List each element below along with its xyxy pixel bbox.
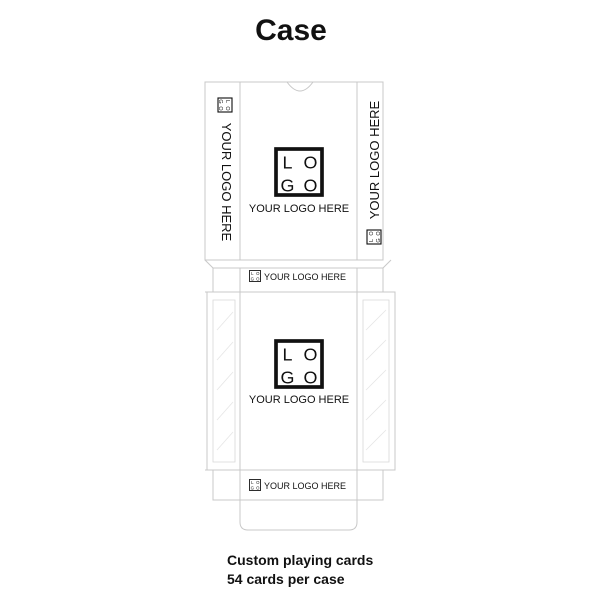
diagram-title: Case xyxy=(255,14,327,47)
logo-text-edge-bottom: YOUR LOGO HERE xyxy=(264,481,346,491)
logo-text-right: YOUR LOGO HERE xyxy=(367,100,382,219)
bottom-front-panel: YOUR LOGO HERE xyxy=(249,341,349,406)
logo-mark-edge-top xyxy=(250,271,261,282)
left-side-panel: YOUR LOGO HERE xyxy=(217,98,234,242)
logo-mark-edge-bottom xyxy=(250,480,261,491)
caption-line-2: 54 cards per case xyxy=(227,571,345,587)
top-front-panel: YOUR LOGO HERE xyxy=(249,149,349,215)
logo-text-left: YOUR LOGO HERE xyxy=(219,123,234,242)
logo-text-top: YOUR LOGO HERE xyxy=(249,203,349,215)
logo-text-edge-top: YOUR LOGO HERE xyxy=(264,272,346,282)
logo-text-bottom: YOUR LOGO HERE xyxy=(249,394,349,406)
top-edge-panel: YOUR LOGO HERE xyxy=(250,271,346,283)
dieline xyxy=(204,81,396,531)
logo-mark-bottom xyxy=(276,341,322,387)
logo-mark-right xyxy=(367,230,382,244)
logo-mark-top xyxy=(276,149,322,195)
right-side-panel: YOUR LOGO HERE xyxy=(367,100,382,244)
logo-mark-left xyxy=(217,98,232,112)
bottom-edge-panel: YOUR LOGO HERE xyxy=(250,480,346,492)
caption-line-1: Custom playing cards xyxy=(227,552,373,568)
